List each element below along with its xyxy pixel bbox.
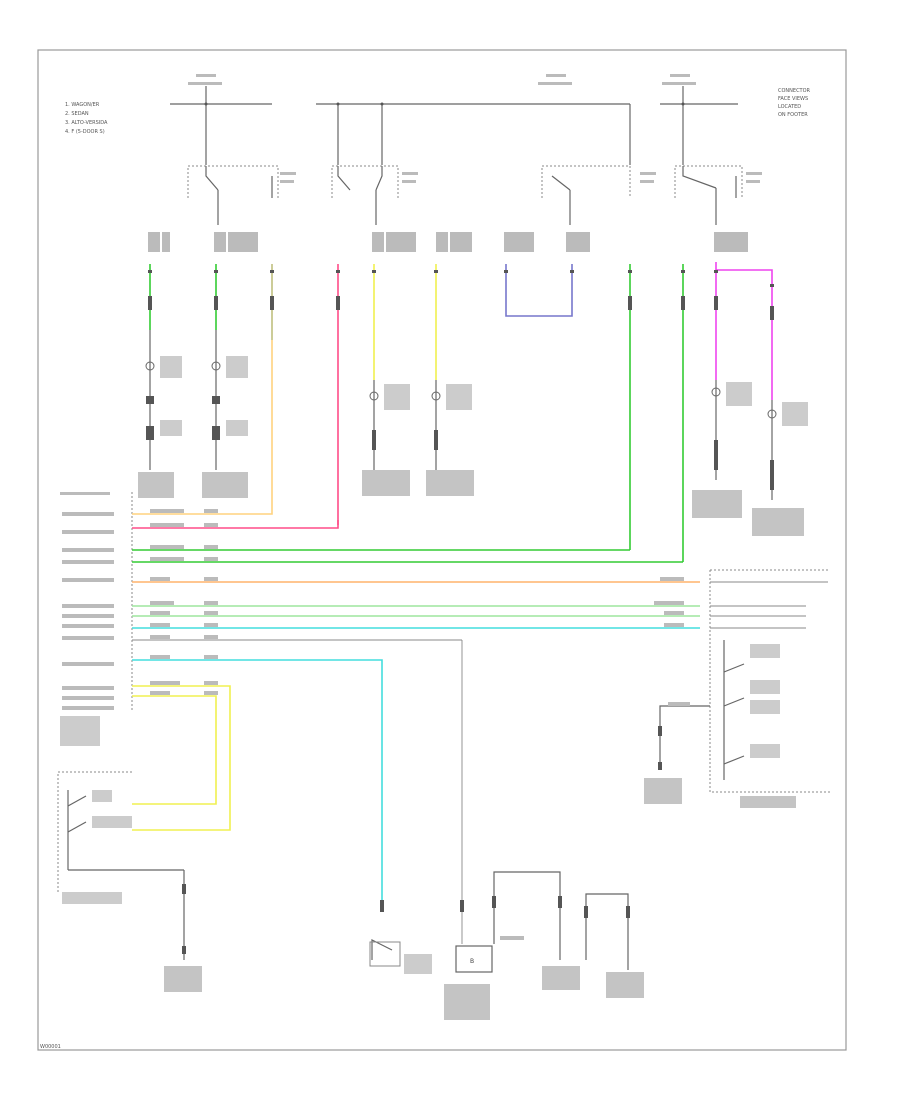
connector-note: CONNECTOR FACE VIEWS LOCATED ON FOOTER <box>778 88 811 118</box>
connector-pins <box>148 270 774 320</box>
bottom-center-components: B <box>369 640 644 1020</box>
lamp-group-left <box>138 330 248 498</box>
lower-left-switch <box>57 771 202 992</box>
bus-labels <box>150 509 684 695</box>
upper-wires <box>149 262 773 562</box>
circuit-labels <box>148 232 748 252</box>
note-line-4: ON FOOTER <box>778 112 808 118</box>
headlamp-switch-assembly <box>644 569 830 808</box>
note-line-2: FACE VIEWS <box>778 96 808 102</box>
note-line-1: CONNECTOR <box>778 88 811 94</box>
lamp-group-mid <box>362 380 474 496</box>
svg-text:B: B <box>470 958 474 965</box>
relay-boxes <box>187 165 762 225</box>
legend-block: 1. WAGON/ER 2. SEDAN 3. ALTO-VERSIDA 4. … <box>65 102 108 135</box>
legend-item-2: 2. SEDAN <box>65 111 89 117</box>
page-id: W00001 <box>40 1044 61 1050</box>
note-line-3: LOCATED <box>778 104 801 110</box>
diagram-frame <box>37 49 847 1051</box>
lamp-group-right <box>692 380 808 536</box>
legend-item-1: 1. WAGON/ER <box>65 102 100 108</box>
legend-item-4: 4. F (5-DOOR S) <box>65 129 105 135</box>
power-feeds <box>170 74 738 165</box>
legend-item-3: 3. ALTO-VERSIDA <box>65 120 108 126</box>
bcm-pin-list <box>60 492 133 746</box>
bus-wires <box>132 340 700 900</box>
